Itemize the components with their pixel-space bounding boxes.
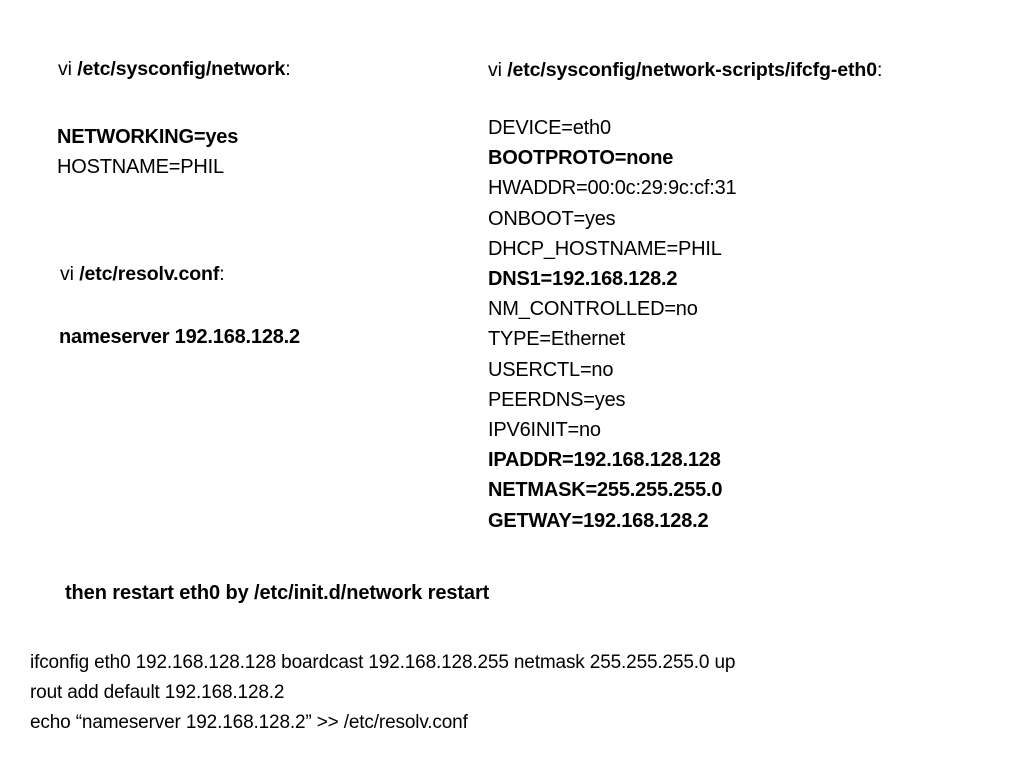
config-block-resolv: nameserver 192.168.128.2 xyxy=(59,322,300,352)
heading-file-path: /etc/sysconfig/network xyxy=(77,58,286,80)
command-line: rout add default 192.168.128.2 xyxy=(30,682,285,703)
config-line: DEVICE=eth0 xyxy=(488,117,611,139)
heading-etc-resolv-conf: vi /etc/resolv.conf: xyxy=(60,261,225,287)
heading-colon: : xyxy=(219,263,225,285)
config-line: ONBOOT=yes xyxy=(488,207,616,230)
config-line: IPV6INIT=no xyxy=(488,419,601,442)
heading-colon: : xyxy=(876,59,883,81)
config-line: TYPE=Ethernet xyxy=(488,328,625,351)
heading-ifcfg-eth0: vi /etc/sysconfig/network-scripts/ifcfg-… xyxy=(488,57,882,83)
heading-command: vi xyxy=(60,263,80,285)
restart-instruction: then restart eth0 by /etc/init.d/network… xyxy=(65,578,489,608)
config-line: USERCTL=no xyxy=(488,358,614,381)
config-line: NM_CONTROLLED=no xyxy=(488,298,698,321)
config-line: NETMASK=255.255.255.0 xyxy=(488,479,723,502)
config-line: BOOTPROTO=none xyxy=(488,147,674,170)
config-line: IPADDR=192.168.128.128 xyxy=(488,449,721,472)
config-line: PEERDNS=yes xyxy=(488,388,626,411)
config-line: HWADDR=00:0c:29:9c:cf:31 xyxy=(488,177,737,200)
config-block-ifcfg-eth0: DEVICE=eth0 BOOTPROTO=none HWADDR=00:0c:… xyxy=(488,113,737,536)
config-line: NETWORKING=yes xyxy=(57,126,239,148)
command-line: ifconfig eth0 192.168.128.128 boardcast … xyxy=(30,652,736,673)
heading-file-path: /etc/sysconfig/network-scripts/ifcfg-eth… xyxy=(507,59,877,81)
restart-instruction-text: then restart eth0 by /etc/init.d/network… xyxy=(65,582,490,604)
heading-etc-sysconfig-network: vi /etc/sysconfig/network: xyxy=(58,56,291,82)
config-line: HOSTNAME=PHIL xyxy=(57,156,224,179)
heading-command: vi xyxy=(488,59,508,81)
config-line: GETWAY=192.168.128.2 xyxy=(488,509,709,532)
heading-command: vi xyxy=(58,58,78,80)
command-list: ifconfig eth0 192.168.128.128 boardcast … xyxy=(30,648,735,738)
heading-colon: : xyxy=(285,58,291,80)
command-line: echo “nameserver 192.168.128.2” >> /etc/… xyxy=(30,712,468,733)
config-line: DNS1=192.168.128.2 xyxy=(488,268,678,291)
heading-file-path: /etc/resolv.conf xyxy=(79,263,220,285)
config-line: DHCP_HOSTNAME=PHIL xyxy=(488,237,722,260)
config-block-network: NETWORKING=yes HOSTNAME=PHIL xyxy=(57,122,238,182)
config-line: nameserver 192.168.128.2 xyxy=(59,326,300,348)
